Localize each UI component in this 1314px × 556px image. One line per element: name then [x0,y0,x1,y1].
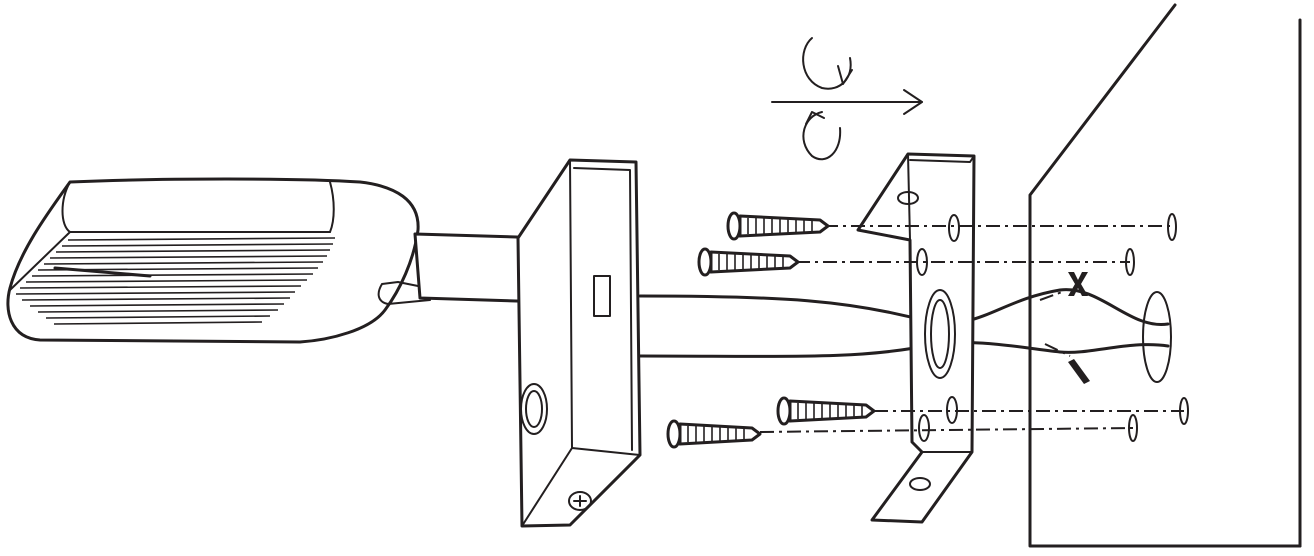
wires [638,272,1170,384]
wire-negative [638,341,1170,358]
light-fixture [6,177,431,344]
box-screw-icon [568,491,592,511]
direction-arrow-head [903,89,923,115]
negative-sign-icon [1068,359,1090,384]
wall-hole-bottom-2 [1128,414,1138,442]
junction-box [516,158,642,528]
positive-sign-icon [1068,272,1088,296]
rotation-direction-icon [771,37,923,161]
bracket-hole-bottom [909,477,931,491]
mounting-bracket [856,152,976,524]
bracket-cable-hole [924,289,956,379]
screw-top-1 [726,211,830,241]
wall-cable-hole [1142,291,1172,383]
screw-bottom-2 [666,419,762,449]
wall [1028,3,1302,548]
screw-top-2 [697,247,800,277]
box-slot [593,275,611,317]
wire-positive [638,288,1170,326]
rotate-arrow-top-icon [802,37,852,90]
screw-bottom-1 [776,396,876,426]
bracket-hole-top [897,191,919,205]
screws [666,211,1184,449]
fixture-grille [15,237,336,325]
box-port [520,383,548,435]
rotate-arrow-bottom-icon [802,111,842,161]
